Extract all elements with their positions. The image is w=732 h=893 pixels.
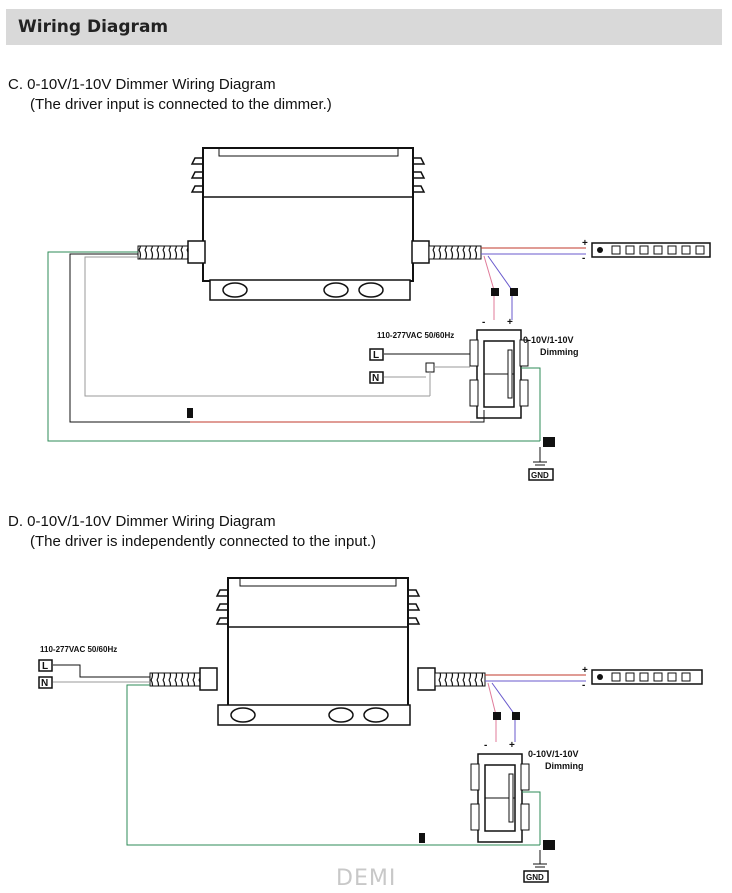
live-label-d: L [42,661,48,672]
minus-label-d: - [582,680,585,691]
led-strip-c [591,242,711,258]
voltage-label-d: 110-277VAC 50/60Hz [40,645,117,654]
driver-c [190,147,426,301]
dimmer-plus-c: + [507,317,513,328]
dimmer-minus-c: - [482,317,485,328]
section-c-subtitle: (The driver input is connected to the di… [30,96,332,113]
diagram-c: + - - + 0-10V/1-10V Dimming 110-277VAC 5… [47,147,711,481]
dimming-label-c-2: Dimming [540,347,579,357]
neutral-label-c: N [372,373,379,384]
dimming-label-d-1: 0-10V/1-10V [528,749,579,759]
minus-label-c: - [582,253,585,264]
neutral-label-d: N [41,678,48,689]
page-title: Wiring Diagram [18,17,169,37]
diagram-d: + - - + 0-10V/1-10V Dimming 110-277VAC 5… [38,577,703,883]
dimmer-minus-d: - [484,740,487,751]
cable-gland-left-d [149,672,203,687]
led-strip-d [591,669,703,685]
voltage-label-c: 110-277VAC 50/60Hz [377,331,454,340]
dimmer-switch-c[interactable] [469,329,529,419]
header-bar: Wiring Diagram [6,9,722,45]
dimming-label-c-1: 0-10V/1-10V [523,335,574,345]
live-label-c: L [373,350,379,361]
watermark: DEMI [336,866,397,891]
gnd-label-d: GND [526,873,544,882]
cable-gland-right-d [434,672,486,687]
plus-label-c: + [582,238,588,249]
section-d-title: D. 0-10V/1-10V Dimmer Wiring Diagram [8,513,276,530]
section-c-title: C. 0-10V/1-10V Dimmer Wiring Diagram [8,76,276,93]
dimmer-plus-d: + [509,740,515,751]
dimming-label-d-2: Dimming [545,761,584,771]
dimmer-switch-d[interactable] [470,753,530,843]
cable-gland-left-c [137,245,191,260]
cable-gland-right-c [428,245,482,260]
section-d-subtitle: (The driver is independently connected t… [30,533,377,550]
plus-label-d: + [582,665,588,676]
gnd-label-c: GND [531,471,549,480]
driver-d [215,577,421,726]
